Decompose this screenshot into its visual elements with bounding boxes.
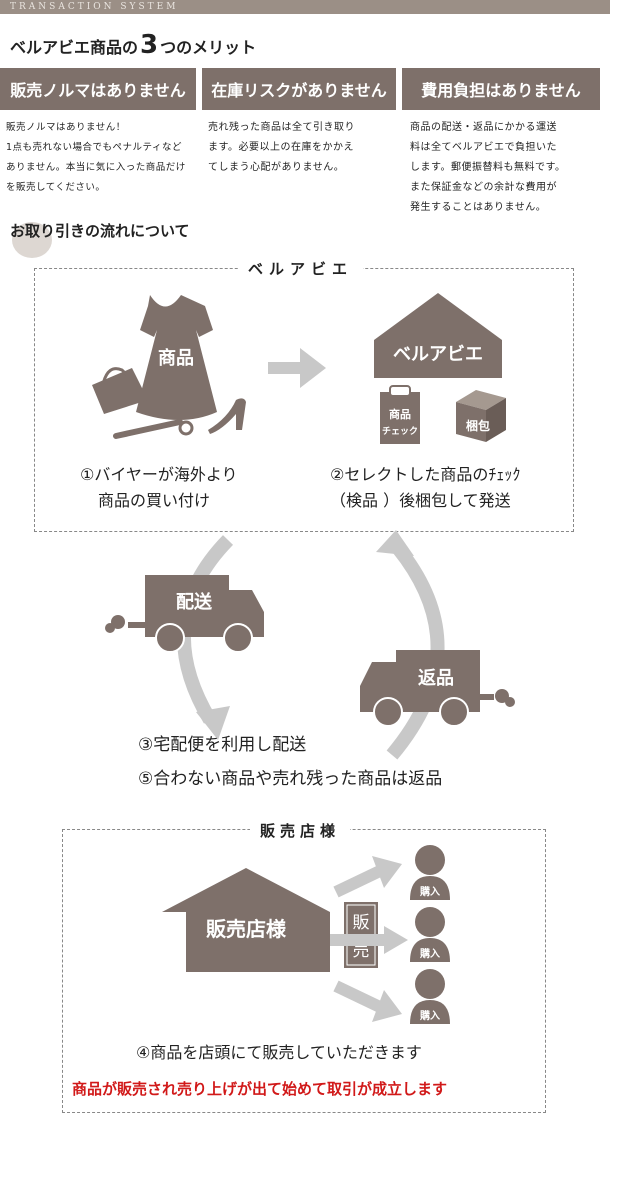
dress-label: 商品 bbox=[158, 347, 194, 369]
step1-line1: ①バイヤーが海外より bbox=[80, 465, 238, 484]
merits-title-prefix: ベルアビエ商品の bbox=[10, 38, 139, 57]
step2-caption: ②セレクトした商品のﾁｪｯｸ （検品 ）後梱包して発送 bbox=[330, 462, 520, 514]
system-label: TRANSACTION SYSTEM bbox=[10, 2, 179, 12]
buyer-person-icon: 購入 bbox=[410, 907, 450, 962]
system-header-bar: TRANSACTION SYSTEM bbox=[0, 0, 610, 14]
buyer-label: 購入 bbox=[419, 885, 440, 898]
check-label-1: 商品 bbox=[389, 407, 411, 421]
merit-desc-line: 1点も売れない場合でもペナルティなど bbox=[6, 142, 182, 153]
shoe-icon bbox=[208, 398, 246, 434]
package-icon: 梱包 bbox=[456, 390, 506, 442]
sell-label-1: 販 bbox=[353, 913, 370, 933]
merit-desc-line: 料は全てベルアビエで負担いた bbox=[410, 142, 557, 153]
flow-title: お取り引きの流れについて bbox=[10, 222, 190, 240]
merit-desc-line: また保証金などの余計な費用が bbox=[410, 182, 557, 193]
merits-title-suffix: つのメリット bbox=[160, 38, 257, 57]
merits-title: ベルアビエ商品の 3 つのメリット bbox=[10, 30, 256, 60]
merit-desc-line: ありません。本当に気に入った商品だけ bbox=[6, 162, 186, 173]
merit-desc-no-stock-risk: 売れ残った商品は全て引き取り ます。必要以上の在庫をかかえ てしまう心配がありま… bbox=[208, 118, 398, 178]
merit-heading-no-quota: 販売ノルマはありません bbox=[0, 68, 196, 110]
delivery-truck-label: 配送 bbox=[176, 591, 213, 613]
merits-title-number: 3 bbox=[140, 30, 159, 60]
buyer-person-icon: 購入 bbox=[410, 845, 450, 900]
merit-heading-text: 在庫リスクがありません bbox=[211, 81, 387, 100]
step5-caption: ⑤合わない商品や売れ残った商品は返品 bbox=[138, 769, 443, 789]
delivery-truck-icon: 配送 bbox=[105, 575, 264, 653]
step1-caption: ①バイヤーが海外より 商品の買い付け bbox=[80, 462, 238, 514]
merit-desc-line: 売れ残った商品は全て引き取り bbox=[208, 122, 355, 133]
merit-desc-line: ます。必要以上の在庫をかかえ bbox=[208, 142, 354, 153]
shop-house-label: 販売店様 bbox=[206, 917, 287, 941]
dress-icon: 商品 bbox=[136, 295, 217, 420]
shop-process-box bbox=[62, 829, 546, 1113]
final-message: 商品が販売され売り上げが出て始めて取引が成立します bbox=[72, 1080, 448, 1098]
step2-line1: ②セレクトした商品のﾁｪｯｸ bbox=[330, 465, 521, 484]
merit-desc-no-quota: 販売ノルマはありません！ 1点も売れない場合でもペナルティなど ありません。本当… bbox=[6, 118, 198, 198]
merit-heading-text: 費用負担はありません bbox=[421, 81, 581, 100]
return-truck-label: 返品 bbox=[418, 668, 454, 689]
house-label: ベルアビエ bbox=[393, 344, 483, 365]
belle-box-label: ベルアビエ bbox=[238, 258, 364, 279]
arrow-to-buyer-icon bbox=[333, 980, 402, 1022]
belle-house-icon: ベルアビエ bbox=[374, 293, 502, 378]
buyer-person-icon: 購入 bbox=[410, 969, 450, 1024]
merit-desc-line: 販売ノルマはありません！ bbox=[6, 122, 126, 133]
arrow-right-icon bbox=[268, 348, 326, 388]
handbag-icon bbox=[92, 367, 148, 414]
merit-desc-no-cost: 商品の配送・返品にかかる運送 料は全てベルアビエで負担いた します。郵便振替料も… bbox=[410, 118, 610, 218]
buyer-label: 購入 bbox=[419, 1009, 440, 1022]
return-truck-icon: 返品 bbox=[360, 650, 515, 727]
merit-desc-line: 発生することはありません。 bbox=[410, 202, 547, 213]
step3-caption: ③宅配便を利用し配送 bbox=[138, 735, 307, 755]
belt-icon bbox=[113, 419, 194, 439]
flow-title-decoration bbox=[12, 222, 52, 258]
merit-desc-line: します。郵便振替料も無料です。 bbox=[410, 162, 566, 173]
shop-house-icon: 販売店様 bbox=[162, 868, 330, 972]
merit-heading-no-stock-risk: 在庫リスクがありません bbox=[202, 68, 396, 110]
shop-box-label: 販売店様 bbox=[250, 820, 351, 841]
merit-desc-line: 商品の配送・返品にかかる運送 bbox=[410, 122, 557, 133]
step4-caption: ④商品を店頭にて販売していただきます bbox=[136, 1043, 422, 1062]
arrow-to-buyer-icon bbox=[333, 856, 402, 898]
buyer-label: 購入 bbox=[419, 947, 440, 960]
check-label-2: チェック bbox=[382, 426, 418, 437]
merit-heading-text: 販売ノルマはありません bbox=[10, 81, 186, 100]
merit-heading-no-cost: 費用負担はありません bbox=[402, 68, 600, 110]
delivery-arrow-icon bbox=[177, 535, 234, 740]
package-label: 梱包 bbox=[466, 418, 490, 433]
step1-line2: 商品の買い付け bbox=[98, 491, 211, 510]
step2-line2: （検品 ）後梱包して発送 bbox=[330, 491, 511, 510]
merit-desc-line: てしまう心配がありません。 bbox=[208, 162, 345, 173]
merit-desc-line: を販売してください。 bbox=[6, 182, 106, 193]
check-card-icon: 商品 チェック bbox=[380, 385, 420, 444]
arrow-to-buyer-icon bbox=[330, 926, 408, 954]
